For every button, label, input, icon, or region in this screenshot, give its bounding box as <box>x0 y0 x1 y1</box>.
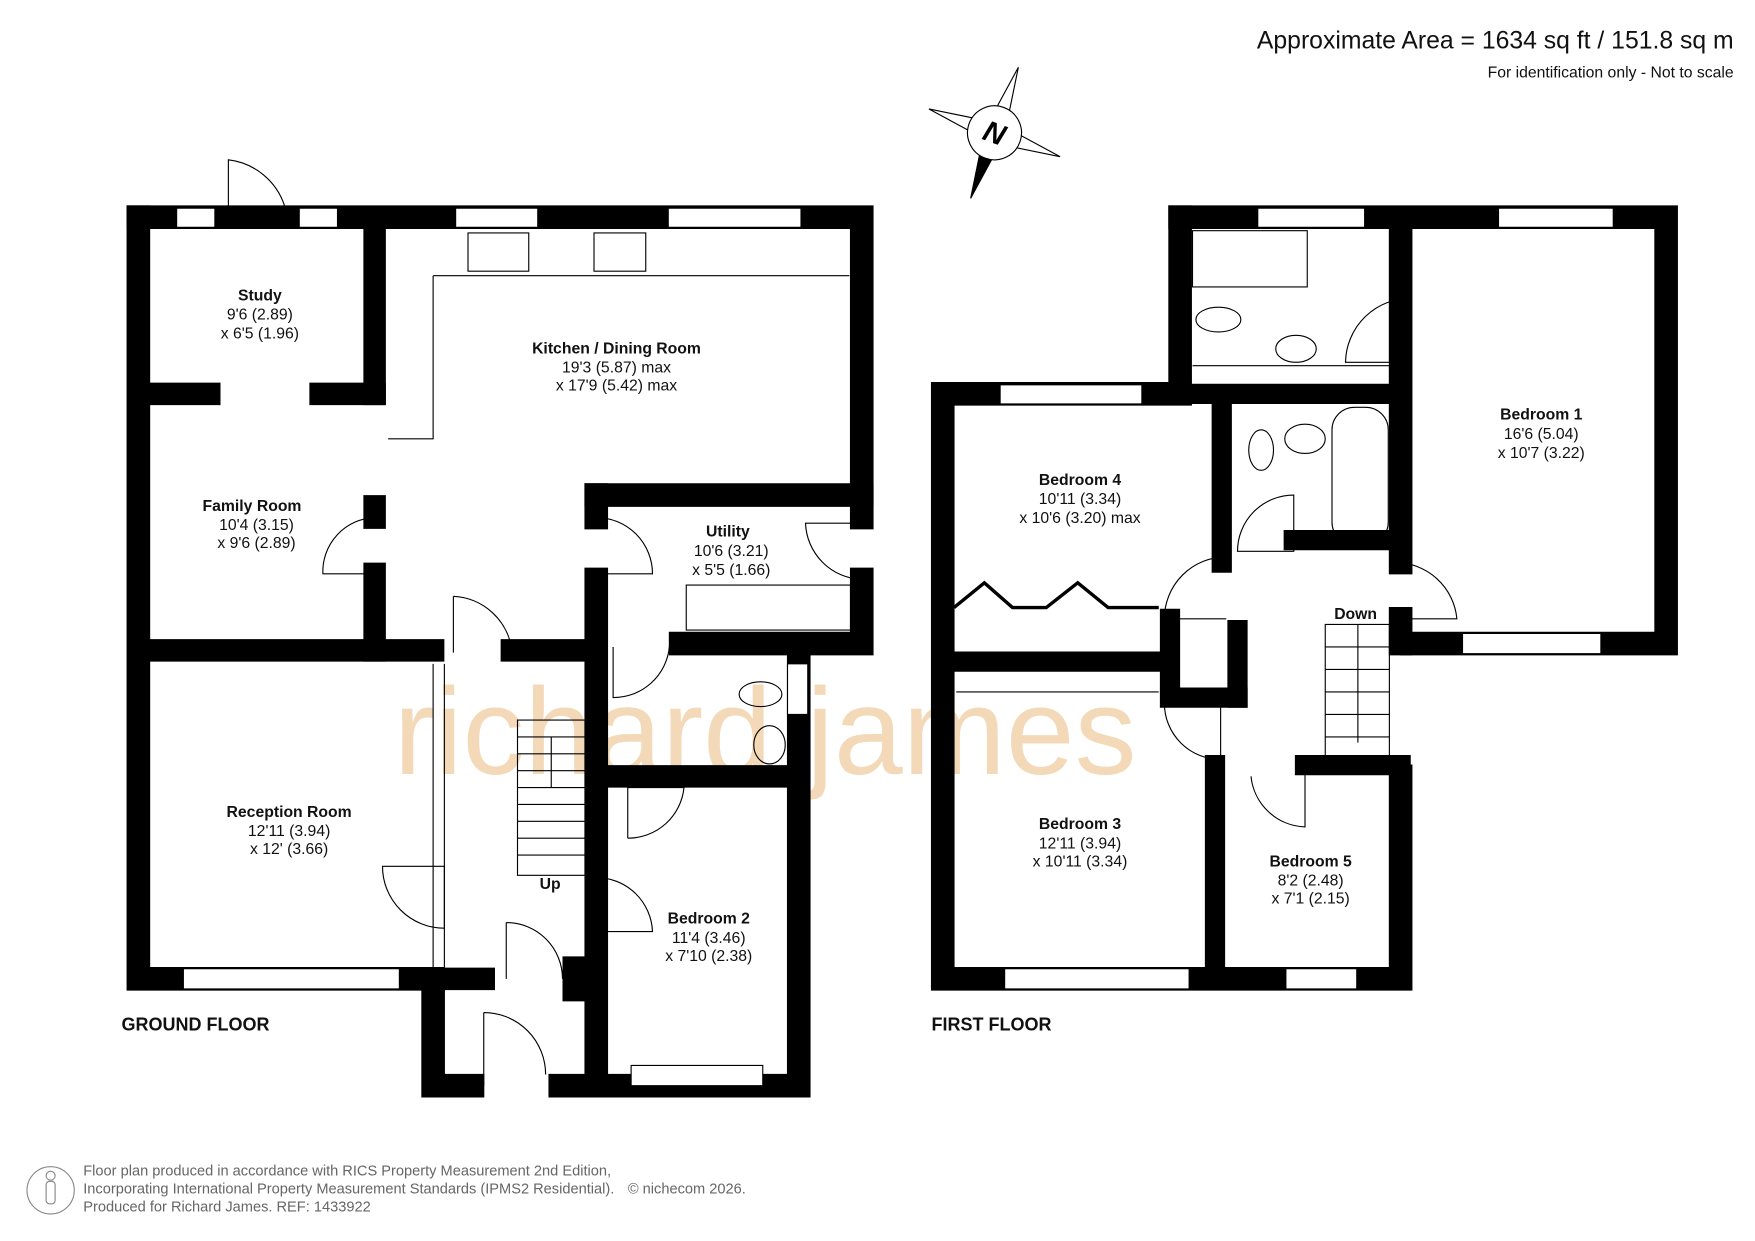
scale-note: For identification only - Not to scale <box>1488 65 1734 82</box>
ground-floor-label: GROUND FLOOR <box>122 1015 270 1035</box>
first-floor-plan: Down Bedroom 1 16'6 (5.04) x 10'7 (3.22)… <box>930 205 1678 1035</box>
svg-text:Reception Room: Reception Room <box>227 804 352 821</box>
ground-floor-plan: Up Study 9'6 (2.89) x 6'5 (1.96) Kitchen… <box>122 159 874 1098</box>
svg-text:10'4 (3.15): 10'4 (3.15) <box>219 517 294 534</box>
room-bedroom-2: Bedroom 2 11'4 (3.46) x 7'10 (2.38) <box>665 911 752 965</box>
svg-text:16'6 (5.04): 16'6 (5.04) <box>1504 426 1579 443</box>
svg-text:8'2 (2.48): 8'2 (2.48) <box>1278 872 1344 889</box>
svg-text:Family Room: Family Room <box>203 498 302 515</box>
svg-text:12'11 (3.94): 12'11 (3.94) <box>248 823 330 840</box>
footer-line-2: Incorporating International Property Mea… <box>83 1182 614 1198</box>
room-family-room: Family Room 10'4 (3.15) x 9'6 (2.89) <box>203 498 302 552</box>
svg-text:x 7'1 (2.15): x 7'1 (2.15) <box>1271 890 1349 907</box>
room-bedroom-1: Bedroom 1 16'6 (5.04) x 10'7 (3.22) <box>1498 407 1585 462</box>
svg-text:x 9'6 (2.89): x 9'6 (2.89) <box>217 535 295 552</box>
svg-text:Study: Study <box>238 287 282 304</box>
first-floor-label: FIRST FLOOR <box>932 1015 1052 1035</box>
footer-copyright: © nichecom 2026. <box>628 1182 746 1198</box>
svg-text:x 10'6 (3.20) max: x 10'6 (3.20) max <box>1019 510 1140 527</box>
svg-text:10'6 (3.21): 10'6 (3.21) <box>694 543 769 560</box>
svg-text:x 12' (3.66): x 12' (3.66) <box>250 841 328 858</box>
svg-text:9'6 (2.89): 9'6 (2.89) <box>227 307 293 324</box>
svg-text:Bedroom 2: Bedroom 2 <box>668 911 751 928</box>
svg-text:Bedroom 1: Bedroom 1 <box>1500 407 1583 424</box>
svg-text:Bedroom 3: Bedroom 3 <box>1039 816 1122 833</box>
stairs-up-label: Up <box>540 876 561 893</box>
svg-text:x 10'11 (3.34): x 10'11 (3.34) <box>1033 853 1128 870</box>
svg-text:19'3 (5.87) max: 19'3 (5.87) max <box>562 359 671 376</box>
room-bedroom-3: Bedroom 3 12'11 (3.94) x 10'11 (3.34) <box>1033 816 1128 870</box>
footer-line-3: Produced for Richard James. REF: 1433922 <box>83 1200 370 1216</box>
stairs-down-label: Down <box>1334 606 1377 623</box>
room-kitchen-dining: Kitchen / Dining Room 19'3 (5.87) max x … <box>532 340 701 394</box>
svg-text:x 6'5 (1.96): x 6'5 (1.96) <box>221 326 299 343</box>
svg-text:x 10'7 (3.22): x 10'7 (3.22) <box>1498 445 1585 462</box>
svg-text:11'4 (3.46): 11'4 (3.46) <box>672 930 746 947</box>
svg-text:12'11 (3.94): 12'11 (3.94) <box>1039 835 1121 852</box>
svg-text:x 7'10 (2.38): x 7'10 (2.38) <box>665 948 752 965</box>
svg-text:Bedroom 5: Bedroom 5 <box>1269 853 1352 870</box>
room-bedroom-5: Bedroom 5 8'2 (2.48) x 7'1 (2.15) <box>1269 853 1352 907</box>
room-study: Study 9'6 (2.89) x 6'5 (1.96) <box>221 287 299 342</box>
svg-text:Utility: Utility <box>706 524 750 541</box>
room-utility: Utility 10'6 (3.21) x 5'5 (1.66) <box>692 524 770 579</box>
svg-text:Bedroom 4: Bedroom 4 <box>1039 472 1122 489</box>
room-reception: Reception Room 12'11 (3.94) x 12' (3.66) <box>227 804 352 858</box>
approximate-area: Approximate Area = 1634 sq ft / 151.8 sq… <box>1257 27 1734 54</box>
footer-line-1: Floor plan produced in accordance with R… <box>83 1164 611 1180</box>
svg-text:10'11 (3.34): 10'11 (3.34) <box>1039 491 1121 508</box>
room-bedroom-4: Bedroom 4 10'11 (3.34) x 10'6 (3.20) max <box>1019 472 1140 527</box>
svg-text:x 5'5 (1.66): x 5'5 (1.66) <box>692 562 770 579</box>
footer-line-2-row: Incorporating International Property Mea… <box>83 1182 746 1198</box>
compass-icon: N <box>928 67 1061 199</box>
person-icon <box>26 1166 75 1215</box>
svg-text:x 17'9 (5.42) max: x 17'9 (5.42) max <box>556 377 677 394</box>
svg-text:Kitchen / Dining Room: Kitchen / Dining Room <box>532 340 701 357</box>
